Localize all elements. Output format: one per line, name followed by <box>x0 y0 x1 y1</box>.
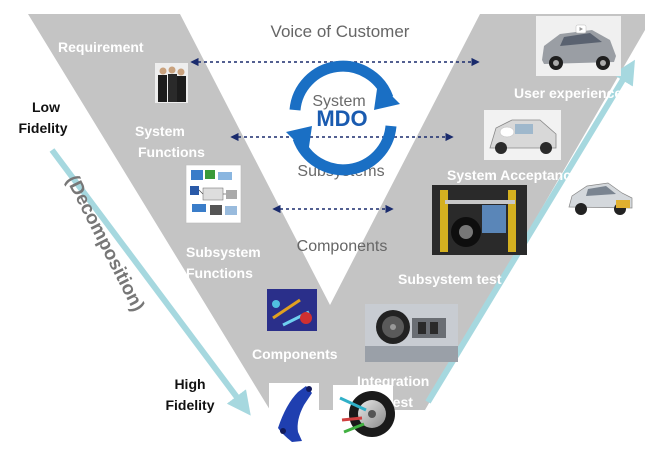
decomposition-label: (Decomposition) <box>62 172 149 315</box>
people-photo-icon <box>155 63 188 103</box>
voice-of-customer-label: Voice of Customer <box>271 22 410 41</box>
system-functions-label-line2: Functions <box>138 144 205 160</box>
crash-test-icon <box>484 110 561 160</box>
integration-arrow <box>425 59 635 404</box>
engine-test-bench-icon <box>365 304 458 362</box>
integration-test-label-line2: test <box>388 394 413 410</box>
control-arm-icon <box>269 383 319 445</box>
mdo-cycle-icon <box>286 60 400 176</box>
system-functions-label-line1: System <box>135 123 185 139</box>
wheel-assembly-icon <box>333 385 395 443</box>
subsystem-test-label: Subsystem test <box>398 271 502 287</box>
low-fidelity-label-line1: Low <box>32 99 60 115</box>
requirement-label: Requirement <box>58 39 144 55</box>
decomposition-arrow <box>49 148 251 416</box>
components-left-label: Components <box>252 346 338 362</box>
car-sedan-icon <box>568 182 633 215</box>
car-hatchback-icon <box>536 16 621 76</box>
function-flow-diagram-icon <box>185 164 242 224</box>
system-center-label: System <box>312 93 365 110</box>
test-rig-icon <box>432 185 527 255</box>
high-fidelity-label-line2: Fidelity <box>165 397 214 413</box>
high-fidelity-label-line1: High <box>174 376 205 392</box>
system-acceptance-label: System Acceptance <box>447 167 579 183</box>
subsystem-functions-label-line1: Subsystem <box>186 244 261 260</box>
suspension-render-icon <box>267 289 317 331</box>
user-experience-label: User experience <box>514 85 622 101</box>
subsystem-functions-label-line2: Functions <box>186 265 253 281</box>
low-fidelity-label-line2: Fidelity <box>18 120 67 136</box>
components-center-label: Components <box>297 238 388 255</box>
mdo-label: MDO <box>316 106 367 131</box>
